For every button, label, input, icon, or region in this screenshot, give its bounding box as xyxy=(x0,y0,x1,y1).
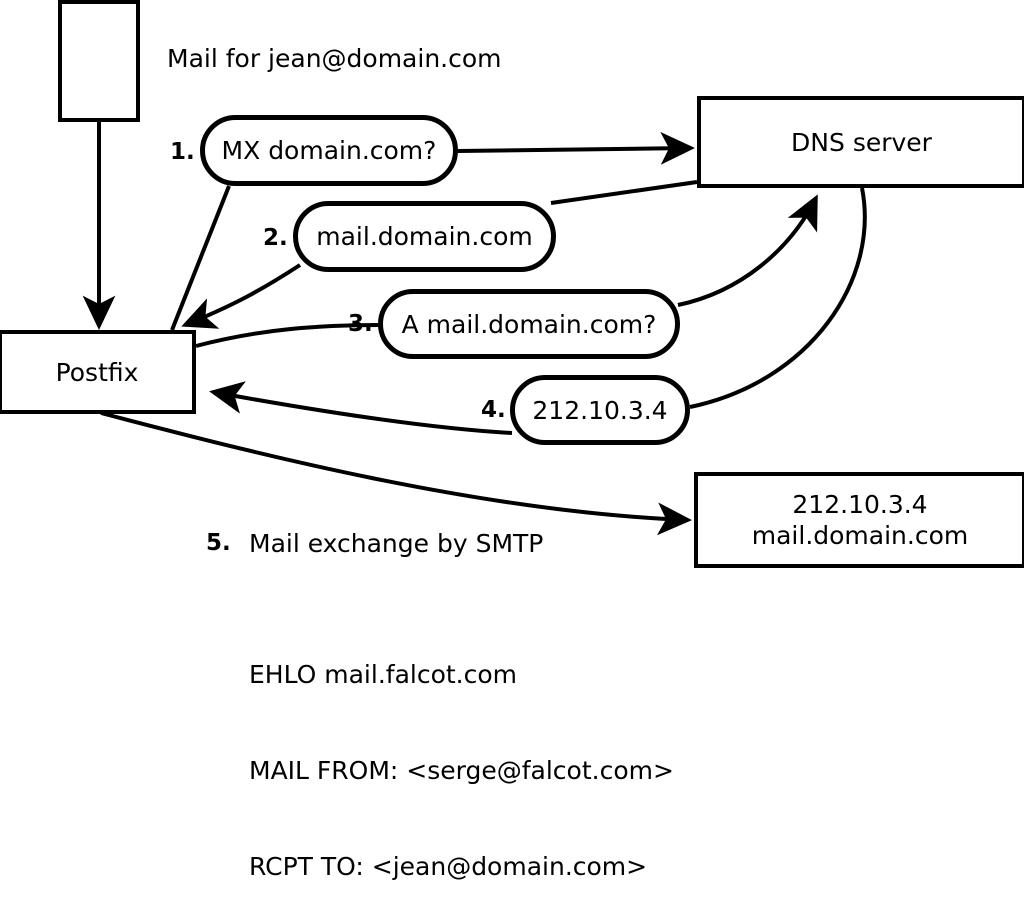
smtp-line: RCPT TO: <jean@domain.com> xyxy=(249,852,648,881)
step-3-bubble-label: A mail.domain.com? xyxy=(401,309,657,339)
node-mail-server[interactable]: 212.10.3.4 mail.domain.com xyxy=(694,472,1024,568)
step-2-bubble[interactable]: mail.domain.com xyxy=(293,201,556,272)
smtp-line: EHLO mail.falcot.com xyxy=(249,660,518,689)
node-postfix-label: Postfix xyxy=(55,357,139,387)
step-3-bubble[interactable]: A mail.domain.com? xyxy=(378,289,680,359)
node-sender-box xyxy=(58,0,140,122)
edge-dns-to-step4 xyxy=(689,187,867,409)
step-2-bubble-label: mail.domain.com xyxy=(316,222,533,251)
node-postfix[interactable]: Postfix xyxy=(0,330,196,414)
step-4-number: 4. xyxy=(481,397,506,423)
step-3-number: 3. xyxy=(348,311,373,337)
edge-step2-to-postfix xyxy=(181,263,302,329)
step-4-bubble-label: 212.10.3.4 xyxy=(532,395,668,425)
page-title: Mail for jean@domain.com xyxy=(167,44,502,73)
step-4-bubble[interactable]: 212.10.3.4 xyxy=(510,375,690,445)
edge-step1-to-dns xyxy=(457,131,695,165)
edge-postfix-to-mailserver xyxy=(100,411,692,536)
edge-postfix-to-step3 xyxy=(195,323,381,348)
step-2-number: 2. xyxy=(263,225,288,251)
node-dns-server[interactable]: DNS server xyxy=(697,96,1024,188)
edge-step4-to-postfix xyxy=(209,381,513,435)
edge-step3-to-dns xyxy=(677,194,818,307)
step-1-number: 1. xyxy=(170,139,195,165)
step-5-label: Mail exchange by SMTP xyxy=(249,529,544,558)
step-1-bubble[interactable]: MX domain.com? xyxy=(200,115,458,186)
node-dns-server-label: DNS server xyxy=(791,127,932,157)
edge-dns-to-step2 xyxy=(550,180,698,205)
smtp-transcript: EHLO mail.falcot.com MAIL FROM: <serge@f… xyxy=(249,595,674,919)
smtp-line: MAIL FROM: <serge@falcot.com> xyxy=(249,756,674,785)
step-1-bubble-label: MX domain.com? xyxy=(221,136,437,165)
node-mail-server-ip: 212.10.3.4 xyxy=(792,490,928,519)
step-5-number: 5. xyxy=(206,530,231,556)
node-mail-server-hostname: mail.domain.com xyxy=(751,521,969,550)
